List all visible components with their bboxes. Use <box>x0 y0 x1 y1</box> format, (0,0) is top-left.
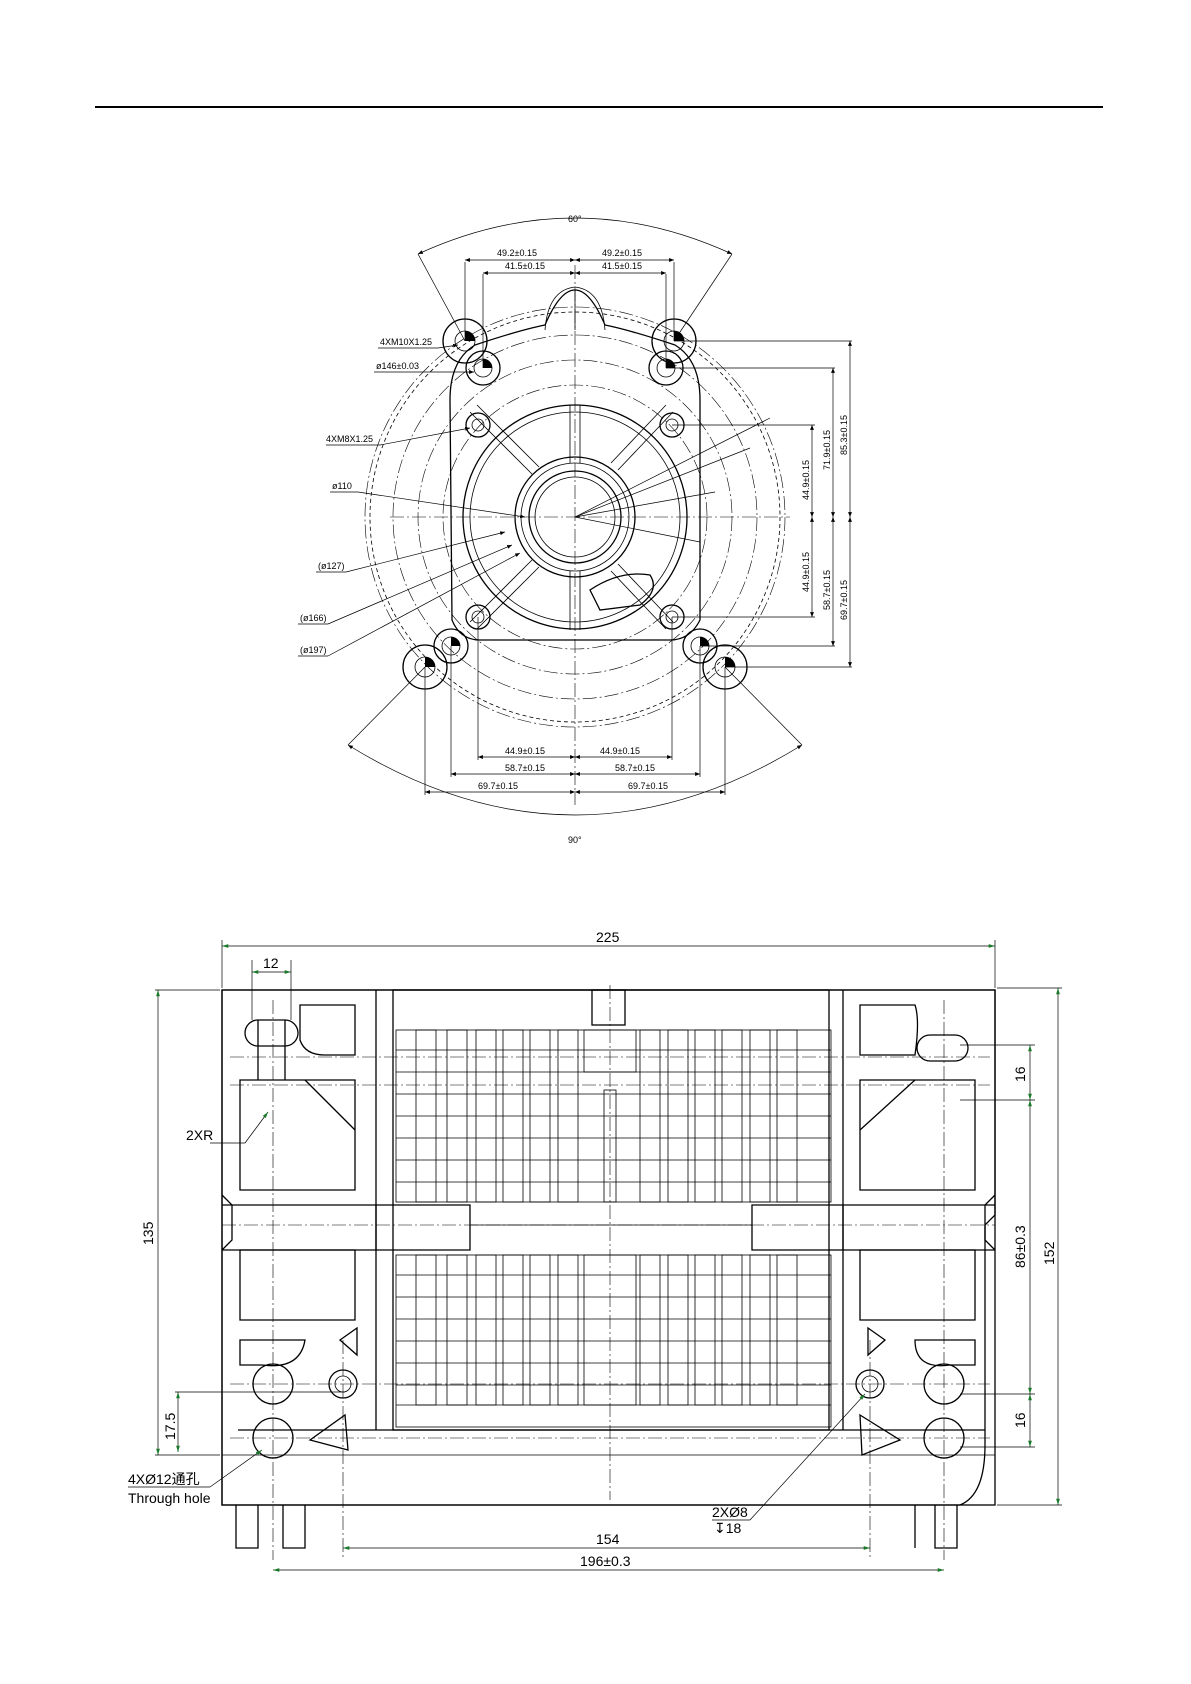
dim-right-3: 44.9±0.15 <box>801 460 811 500</box>
dim-top-1: 49.2±0.15 <box>497 248 537 258</box>
heatsink-bottom-view <box>221 985 996 1560</box>
callout-m10: 4XM10X1.25 <box>380 337 432 347</box>
angle-60-label: 60° <box>568 214 582 224</box>
hole2-callout-2: ↧18 <box>714 1520 742 1536</box>
dim-bot-2: 44.9±0.15 <box>600 746 640 756</box>
dim-152: 152 <box>1041 1241 1057 1265</box>
hole-callout-1: 4XØ12通孔 <box>128 1471 200 1487</box>
dim-bot-1: 44.9±0.15 <box>505 746 545 756</box>
angle-90-label: 90° <box>568 835 582 845</box>
dim-17-5: 17.5 <box>162 1413 178 1440</box>
callout-d127: (ø127) <box>318 561 345 571</box>
radius-label: 2XR <box>186 1127 213 1143</box>
fin-grid-upper <box>395 1029 832 1203</box>
dim-154: 154 <box>596 1531 620 1547</box>
callout-d146: ø146±0.03 <box>376 361 419 371</box>
dim-16-bottom: 16 <box>1012 1412 1028 1428</box>
dim-right-5: 58.7±0.15 <box>822 570 832 610</box>
hole2-callout-1: 2XØ8 <box>712 1504 748 1520</box>
dim-135: 135 <box>140 1221 156 1245</box>
dim-right-1: 71.9±0.15 <box>822 430 832 470</box>
callout-d197: (ø197) <box>300 645 327 655</box>
dim-225: 225 <box>596 929 620 945</box>
flange-front-view: 60° 90° 49.2±0.15 49.2±0.15 41.5±0.15 41… <box>298 214 852 845</box>
dim-16-top: 16 <box>1012 1066 1028 1082</box>
dim-top-4: 41.5±0.15 <box>602 261 642 271</box>
dim-bot-6: 69.7±0.15 <box>628 781 668 791</box>
dim-bot-4: 58.7±0.15 <box>615 763 655 773</box>
dim-right-4: 44.9±0.15 <box>801 552 811 592</box>
callout-m8: 4XM8X1.25 <box>326 434 373 444</box>
hole-callout-2: Through hole <box>128 1490 211 1506</box>
heatsink-dimensions: 225 12 2XR 135 17.5 152 16 86±0.3 <box>128 929 1062 1572</box>
fin-grid-lower <box>395 1254 832 1428</box>
dim-right-6: 69.7±0.15 <box>839 580 849 620</box>
callout-d110: ø110 <box>332 481 352 491</box>
dim-86: 86±0.3 <box>1012 1225 1028 1268</box>
dim-196: 196±0.3 <box>580 1553 631 1569</box>
dim-right-2: 85.3±0.15 <box>839 415 849 455</box>
dim-top-2: 49.2±0.15 <box>602 248 642 258</box>
dim-top-3: 41.5±0.15 <box>505 261 545 271</box>
dim-bot-5: 69.7±0.15 <box>478 781 518 791</box>
dim-bot-3: 58.7±0.15 <box>505 763 545 773</box>
dim-12: 12 <box>263 955 279 971</box>
callout-d166: (ø166) <box>300 613 327 623</box>
